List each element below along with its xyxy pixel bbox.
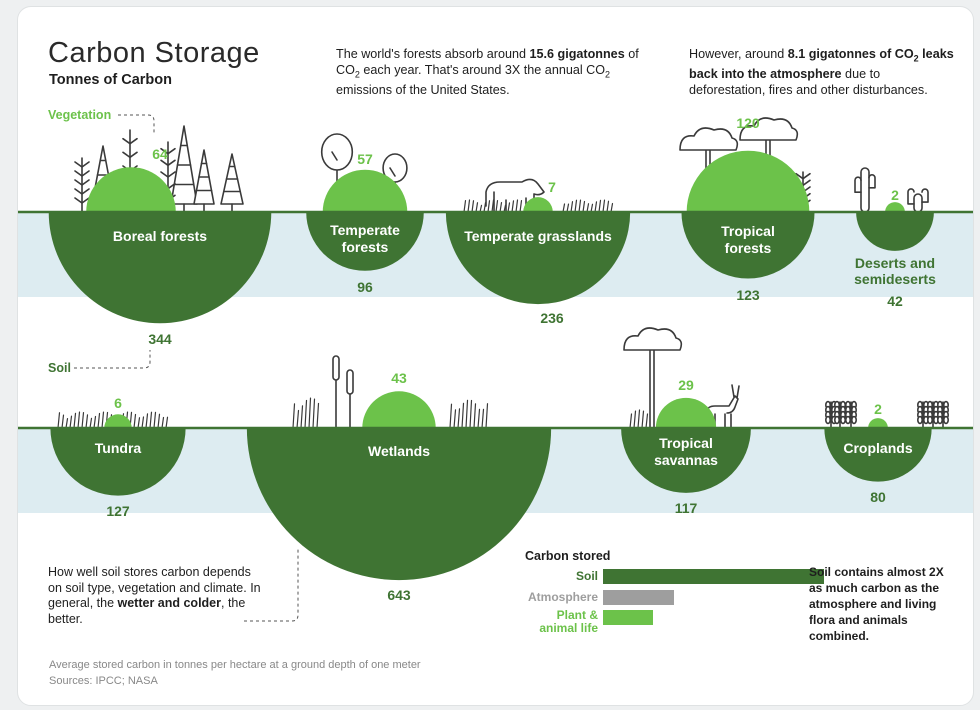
soil-value-croplands: 80 xyxy=(870,489,886,505)
acacia-tree-icon xyxy=(623,327,683,429)
succulent-icon xyxy=(907,188,929,213)
chart-subtitle: Tonnes of Carbon xyxy=(49,72,172,88)
soil-value-temperate-forests: 96 xyxy=(357,279,373,295)
grass-icon xyxy=(629,409,649,429)
vegetation-temperate-forests xyxy=(322,169,408,212)
vegetation-croplands xyxy=(868,418,888,428)
bar-label-soil: Soil xyxy=(575,569,598,583)
vegetation-value-tropical-forests: 120 xyxy=(736,115,760,131)
label-deserts-and-semideserts: Deserts and xyxy=(855,255,935,271)
marsh-grass-icon xyxy=(292,397,320,429)
soil-storage-note: How well soil stores carbon depends on s… xyxy=(48,565,261,626)
carbon-stored-title: Carbon stored xyxy=(525,549,611,563)
soil-value-tundra: 127 xyxy=(106,503,130,519)
soil-value-wetlands: 643 xyxy=(387,587,411,603)
soil-note-leader xyxy=(244,549,299,622)
vegetation-deserts-and-semideserts xyxy=(885,202,905,212)
vegetation-wetlands xyxy=(362,391,436,428)
footnote: Average stored carbon in tonnes per hect… xyxy=(49,659,421,671)
label-temperate-grasslands: Temperate grasslands xyxy=(464,228,612,244)
label-boreal-forests: Boreal forests xyxy=(113,228,207,244)
soil-wetlands xyxy=(246,428,552,581)
soil-temperate-forests xyxy=(306,212,424,271)
ground-lines-layer xyxy=(18,210,973,430)
wheat-icon xyxy=(916,400,929,429)
soil-tundra xyxy=(50,428,186,496)
grass-icon xyxy=(562,199,614,213)
label-tropical-forests: forests xyxy=(725,240,772,256)
carbon-leak-note: However, around 8.1 gigatonnes of CO2 le… xyxy=(689,47,954,97)
ecosystem-labels-layer: Boreal forests64344Temperateforests5796T… xyxy=(95,115,936,603)
vegetation-tropical-savannas xyxy=(655,397,717,428)
wheat-icon xyxy=(936,400,949,429)
forest-absorption-note: The world's forests absorb around 15.6 g… xyxy=(336,47,639,97)
vegetation-temperate-grasslands xyxy=(523,197,553,212)
label-wetlands: Wetlands xyxy=(368,443,430,459)
vegetation-value-boreal-forests: 64 xyxy=(152,146,168,162)
vegetation-value-tundra: 6 xyxy=(114,395,122,411)
spruce-icon xyxy=(193,149,215,213)
soil-value-tropical-savannas: 117 xyxy=(675,500,698,516)
wheat-icon xyxy=(926,400,939,429)
wheat-icon xyxy=(844,400,857,429)
soil-deserts-and-semideserts xyxy=(856,212,934,251)
vegetation-tundra xyxy=(104,414,132,428)
bare-tree-icon xyxy=(74,157,90,213)
soil-value-deserts-and-semideserts: 42 xyxy=(887,293,903,309)
vegetation-circles-layer xyxy=(86,150,905,428)
soil-croplands xyxy=(824,428,932,482)
vegetation-tropical-forests xyxy=(686,150,810,212)
grass-icon xyxy=(463,199,523,213)
vegetation-value-wetlands: 43 xyxy=(391,370,407,386)
vegetation-value-temperate-forests: 57 xyxy=(357,151,373,167)
vegetation-value-temperate-grasslands: 7 xyxy=(548,179,556,195)
wheat-icon xyxy=(833,400,846,429)
bison-icon xyxy=(485,178,545,213)
soil-comparison-note: Soil contains almost 2X as much carbon a… xyxy=(809,565,944,643)
soil-boreal-forests xyxy=(48,212,272,324)
soil-tropical-savannas xyxy=(621,428,751,493)
label-temperate-forests: forests xyxy=(342,239,389,255)
chart-title: Carbon Storage xyxy=(48,37,260,69)
ecosystem-illustration: Boreal forests64344Temperateforests5796T… xyxy=(18,108,973,622)
bar-label-atmosphere: Atmosphere xyxy=(527,590,598,604)
label-tropical-forests: Tropical xyxy=(721,223,775,239)
reed-icon xyxy=(332,355,340,429)
reed-icon xyxy=(346,369,354,429)
vegetation-value-deserts-and-semideserts: 2 xyxy=(891,187,899,203)
vegetation-boreal-forests xyxy=(86,167,176,212)
legend-vegetation-label: Vegetation xyxy=(48,108,111,122)
label-tropical-savannas: savannas xyxy=(654,452,718,468)
legend-soil-label: Soil xyxy=(48,361,71,375)
label-croplands: Croplands xyxy=(843,440,912,456)
soil-value-tropical-forests: 123 xyxy=(736,287,760,303)
soil-temperate-grasslands xyxy=(445,212,631,305)
bar-plant-animal-life xyxy=(603,610,653,625)
soil-tropical-forests xyxy=(681,212,815,279)
legend-soil-leader xyxy=(74,350,151,369)
vegetation-value-croplands: 2 xyxy=(874,401,882,417)
label-temperate-forests: Temperate xyxy=(330,222,400,238)
legend-vegetation-leader xyxy=(118,114,155,135)
vegetation-value-tropical-savannas: 29 xyxy=(678,377,694,393)
label-tundra: Tundra xyxy=(95,440,142,456)
bar-soil xyxy=(603,569,824,584)
bar-label-plant-animal-life: Plant & animal life xyxy=(539,608,598,635)
soil-value-temperate-grasslands: 236 xyxy=(540,310,564,326)
soil-semicircles-layer xyxy=(48,212,934,581)
spruce-icon xyxy=(170,125,198,213)
cactus-icon xyxy=(854,167,876,213)
soil-value-boreal-forests: 344 xyxy=(148,331,172,347)
sources: Sources: IPCC; NASA xyxy=(49,675,158,687)
bar-atmosphere xyxy=(603,590,674,605)
label-deserts-and-semideserts: semideserts xyxy=(854,271,936,287)
marsh-grass-icon xyxy=(449,399,489,429)
label-tropical-savannas: Tropical xyxy=(659,435,713,451)
spruce-icon xyxy=(220,153,244,213)
